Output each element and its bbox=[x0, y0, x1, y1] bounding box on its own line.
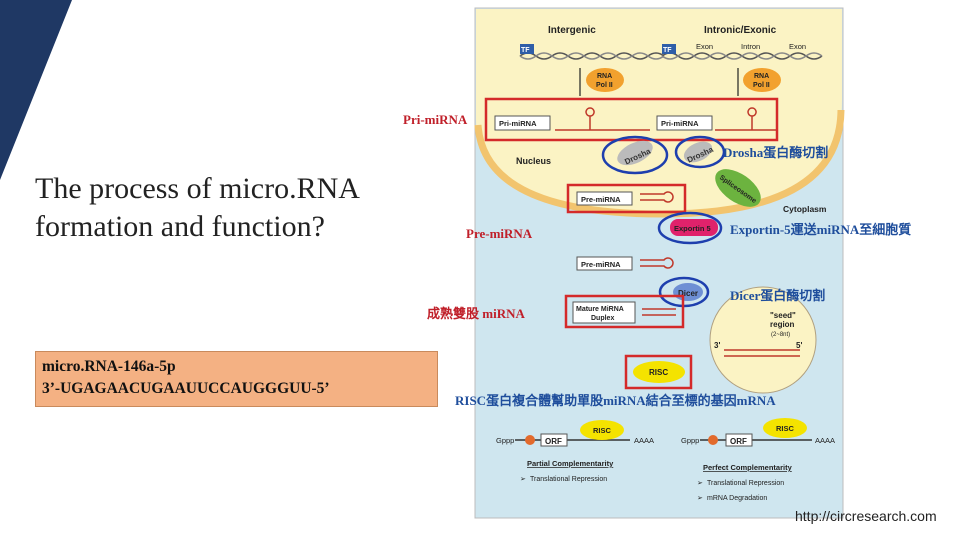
premirna-box-2-label: Pre-miRNA bbox=[581, 260, 621, 269]
primirna-hairpin-right bbox=[715, 107, 776, 131]
premirna-hairpin-1 bbox=[640, 191, 674, 203]
cytoplasm-label: Cytoplasm bbox=[783, 204, 827, 214]
mirna-sequence-box: micro.RNA-146a-5p 3’-UGAGAACUGAAUUCCAUGG… bbox=[35, 351, 438, 407]
exportin-enzyme bbox=[670, 219, 718, 236]
annotation-risc: RISC蛋白複合體幫助單股miRNA結合至標的基因mRNA bbox=[455, 393, 776, 408]
annotation-premirna: Pre-miRNA bbox=[466, 226, 533, 241]
seed-zoom-circle bbox=[709, 286, 817, 394]
nuclear-membrane bbox=[474, 109, 845, 218]
seed-duplex bbox=[724, 349, 800, 357]
rna-pol-left-line1: RNA bbox=[597, 73, 612, 80]
rna-pol-left-line2: Pol II bbox=[596, 82, 613, 89]
mature-highlight bbox=[564, 294, 685, 329]
slide-title-line1: The process of micro.RNA bbox=[35, 172, 360, 205]
orf-box-left bbox=[540, 433, 568, 447]
dna-strand-left-2 bbox=[519, 52, 665, 60]
rna-pol-left bbox=[586, 68, 624, 92]
drosha-enzyme-left bbox=[617, 140, 653, 166]
seed-three-prime: 3' bbox=[714, 341, 720, 350]
seed-label-line3: (2~8nt) bbox=[771, 332, 790, 338]
perfect-item-1: Translational Repression bbox=[707, 480, 784, 487]
intron-label: Intron bbox=[741, 42, 760, 51]
annotation-dicer: Dicer蛋白酶切割 bbox=[730, 288, 825, 303]
rna-pol-right-line1: RNA bbox=[754, 73, 769, 80]
rna-pol-right bbox=[743, 68, 781, 92]
drosha-cycle-left bbox=[601, 135, 669, 175]
spliceosome bbox=[715, 169, 761, 207]
slide-accent-stripe bbox=[0, 0, 72, 180]
primirna-hairpin-left bbox=[555, 107, 650, 131]
perfect-title: Perfect Complementarity bbox=[703, 463, 793, 472]
seed-label-line1: "seed" bbox=[770, 311, 796, 320]
exon-label-2: Exon bbox=[789, 42, 806, 51]
source-url: http://circresearch.com bbox=[795, 508, 937, 524]
exon-label-1: Exon bbox=[696, 42, 713, 51]
orf-box-right bbox=[725, 433, 753, 447]
perfect-item-2: mRNA Degradation bbox=[707, 495, 767, 502]
seed-label-line2: region bbox=[770, 320, 795, 329]
dicer-label: Dicer bbox=[678, 289, 698, 298]
tf-label-right: TF bbox=[663, 47, 672, 54]
partial-bullet: ➢ bbox=[520, 476, 526, 483]
orf-label-right: ORF bbox=[730, 437, 747, 446]
primirna-box-left-label: Pri-miRNA bbox=[499, 119, 537, 128]
primirna-box-left bbox=[494, 115, 551, 131]
mature-box bbox=[572, 301, 636, 324]
nucleus-label: Nucleus bbox=[516, 156, 551, 166]
tf-badge-right bbox=[662, 44, 676, 54]
gppp-right: Gppp bbox=[681, 436, 699, 445]
ribosome-left bbox=[525, 435, 535, 445]
tf-label-left: TF bbox=[521, 47, 530, 54]
risc-left-label: RISC bbox=[593, 426, 612, 435]
premirna-highlight bbox=[566, 183, 687, 214]
exportin-cycle bbox=[657, 211, 723, 245]
aaaa-left: AAAA bbox=[634, 436, 654, 445]
risc-right-label: RISC bbox=[776, 424, 795, 433]
aaaa-right: AAAA bbox=[815, 436, 835, 445]
header-intronic: Intronic/Exonic bbox=[704, 25, 777, 36]
gppp-left: Gppp bbox=[496, 436, 514, 445]
dna-strand-right-2 bbox=[661, 52, 823, 60]
slide-title-line2: formation and function? bbox=[35, 210, 325, 243]
annotation-exportin: Exportin-5運送miRNA至細胞質 bbox=[730, 222, 911, 237]
risc-label: RISC bbox=[649, 368, 668, 377]
drosha-enzyme-right bbox=[683, 141, 713, 163]
risc-enzyme bbox=[633, 361, 685, 383]
premirna-box-2 bbox=[576, 256, 633, 271]
primirna-box-right bbox=[656, 115, 713, 131]
annotation-drosha: Drosha蛋白酶切割 bbox=[723, 145, 828, 160]
tf-badge-left bbox=[520, 44, 534, 54]
dna-strand-left bbox=[519, 52, 665, 60]
slide-title: The process of micro.RNA formation and f… bbox=[35, 170, 435, 246]
partial-title: Partial Complementarity bbox=[527, 459, 614, 468]
risc-highlight bbox=[624, 354, 693, 390]
mirna-name: micro.RNA-146a-5p bbox=[42, 358, 176, 375]
premirna-box-1 bbox=[576, 191, 633, 206]
risc-left bbox=[580, 420, 624, 440]
partial-item: Translational Repression bbox=[530, 476, 607, 483]
orf-label-left: ORF bbox=[545, 437, 562, 446]
mirna-sequence: 3’-UGAGAACUGAAUUCCAUGGGUU-5’ bbox=[42, 380, 330, 397]
risc-right bbox=[763, 418, 807, 438]
perfect-bullet-2: ➢ bbox=[697, 495, 703, 502]
mature-duplex bbox=[642, 308, 676, 316]
seed-five-prime: 5' bbox=[796, 341, 802, 350]
annotation-mature: 成熟雙股 miRNA bbox=[427, 306, 525, 321]
annotation-primirna: Pri-miRNA bbox=[403, 112, 468, 127]
primirna-highlight bbox=[484, 97, 779, 142]
nucleus-region bbox=[476, 9, 842, 215]
drosha-cycle-right bbox=[674, 135, 726, 169]
mature-label-line2: Duplex bbox=[591, 315, 614, 322]
rna-pol-right-line2: Pol II bbox=[753, 82, 770, 89]
exportin-label: Exportin 5 bbox=[674, 224, 711, 233]
premirna-hairpin-2 bbox=[640, 257, 674, 269]
mature-label-line1: Mature MiRNA bbox=[576, 306, 624, 313]
ribosome-right bbox=[708, 435, 718, 445]
primirna-box-right-label: Pri-miRNA bbox=[661, 119, 699, 128]
header-intergenic: Intergenic bbox=[548, 25, 596, 36]
premirna-box-1-label: Pre-miRNA bbox=[581, 195, 621, 204]
perfect-bullet-1: ➢ bbox=[697, 480, 703, 487]
